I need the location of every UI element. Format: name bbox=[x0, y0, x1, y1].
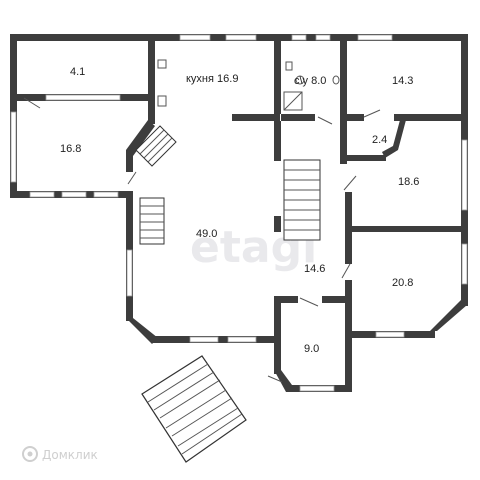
room-label-20-8: 20.8 bbox=[392, 277, 413, 289]
staircase-left bbox=[139, 197, 165, 245]
room-label-4-1: 4.1 bbox=[70, 66, 85, 78]
staircase-diagonal bbox=[135, 125, 177, 167]
brand-text: Домклик bbox=[42, 448, 98, 462]
room-label-14-3: 14.3 bbox=[392, 75, 413, 87]
doors bbox=[23, 97, 381, 383]
room-label-bathroom: с\у 8.0 bbox=[294, 75, 326, 87]
brand-logo: Домклик bbox=[22, 446, 98, 462]
room-label-14-6: 14.6 bbox=[304, 263, 325, 275]
bathroom-fixtures bbox=[283, 61, 340, 111]
kitchen-fixtures bbox=[157, 59, 167, 107]
room-label-kitchen: кухня 16.9 bbox=[186, 73, 238, 85]
room-label-18-6: 18.6 bbox=[398, 176, 419, 188]
room-labels: 4.1 16.8 кухня 16.9 с\у 8.0 14.3 2.4 18.… bbox=[60, 66, 419, 355]
staircase-center bbox=[283, 159, 321, 241]
windows bbox=[10, 34, 468, 392]
room-label-16-8: 16.8 bbox=[60, 143, 81, 155]
room-label-9-0: 9.0 bbox=[304, 343, 319, 355]
staircase-entrance bbox=[141, 355, 247, 463]
room-label-2-4: 2.4 bbox=[372, 134, 387, 146]
room-label-49-0: 49.0 bbox=[196, 228, 217, 240]
